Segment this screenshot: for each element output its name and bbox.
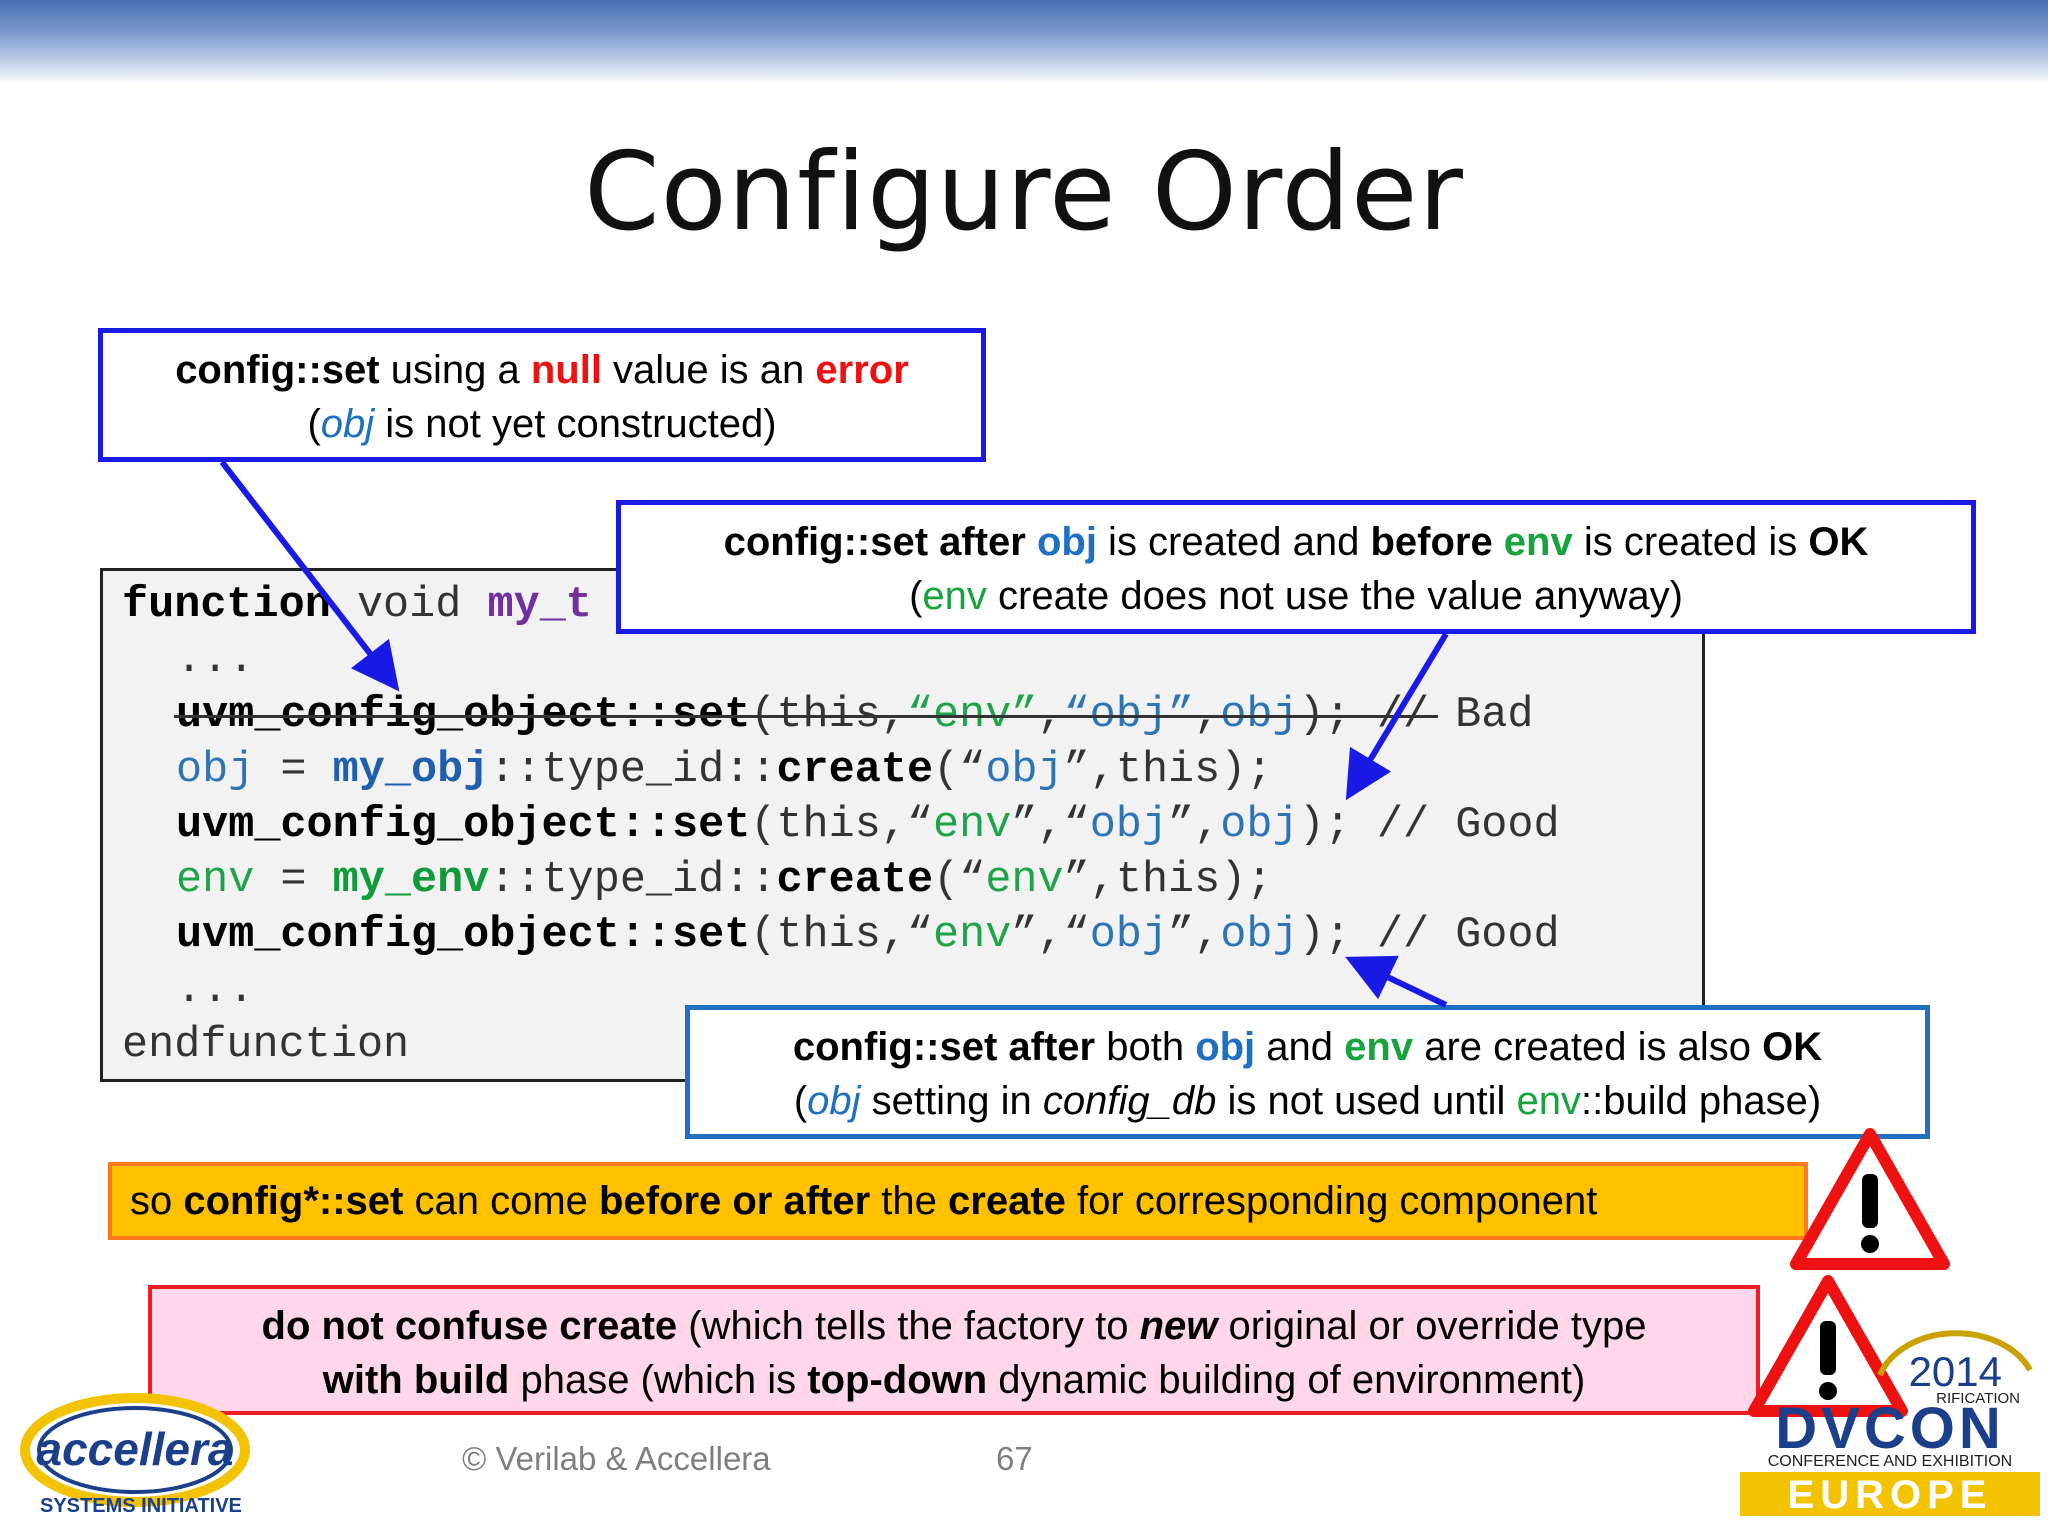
dvcon-verification: RIFICATION [1936, 1390, 2020, 1407]
footer-copyright: © Verilab & Accellera [462, 1440, 771, 1477]
code-line-8: ... [176, 966, 255, 1015]
code-line-4: obj = my_obj::type_id::create(“obj”,this… [176, 746, 1273, 795]
note-create-vs-build: do not confuse create (which tells the f… [148, 1285, 1760, 1415]
callout-null-error-line-2: (obj is not yet constructed) [307, 402, 777, 446]
code-line-1: function void my_t [122, 581, 592, 630]
callout-set-after-both: config::set after both obj and env are c… [685, 1005, 1930, 1139]
callout-set-after-both-line-1: config::set after both obj and env are c… [792, 1025, 1823, 1069]
note-create-vs-build-line-1: do not confuse create (which tells the f… [261, 1304, 1647, 1348]
dvcon-europe-logo: 2014 RIFICATION DVCON CONFERENCE AND EXH… [1740, 1330, 2040, 1517]
dvcon-region: EUROPE [1788, 1473, 1993, 1517]
code-line-2: ... [176, 636, 255, 685]
footer-page-number: 67 [996, 1440, 1033, 1477]
accellera-subtitle: SYSTEMS INITIATIVE [40, 1495, 242, 1517]
note-before-or-after: so config*::set can come before or after… [108, 1162, 1808, 1240]
code-line-9: endfunction [122, 1021, 410, 1070]
callout-set-after-both-line-2: (obj setting in config_db is not used un… [793, 1079, 1822, 1123]
warning-icon [1748, 1275, 1908, 1417]
strikethrough-line [174, 715, 1438, 718]
page-title: Configure Order [584, 130, 1464, 255]
dvcon-subtitle: CONFERENCE AND EXHIBITION [1768, 1453, 2012, 1470]
code-line-7: uvm_config_object::set(this,“env”,“obj”,… [176, 911, 1560, 960]
warning-icon [1790, 1128, 1950, 1270]
header-gradient-bar [0, 0, 2048, 84]
callout-set-before-env-line-2: (env create does not use the value anywa… [909, 574, 1683, 618]
note-create-vs-build-line-2: with build phase (which is top-down dyna… [322, 1358, 1586, 1402]
dvcon-word: DVCON [1775, 1396, 2004, 1461]
callout-set-before-env: config::set after obj is created and bef… [616, 500, 1976, 634]
callout-set-before-env-line-1: config::set after obj is created and bef… [723, 520, 1869, 564]
code-line-5: uvm_config_object::set(this,“env”,“obj”,… [176, 801, 1560, 850]
accellera-logo-word: accellera [37, 1423, 234, 1475]
accellera-logo: accellera [20, 1393, 250, 1507]
callout-null-error-line-1: config::set using a null value is an err… [175, 348, 909, 392]
dvcon-year: 2014 [1909, 1348, 2002, 1395]
callout-null-error: config::set using a null value is an err… [98, 328, 986, 462]
code-line-6: env = my_env::type_id::create(“env”,this… [176, 856, 1273, 905]
